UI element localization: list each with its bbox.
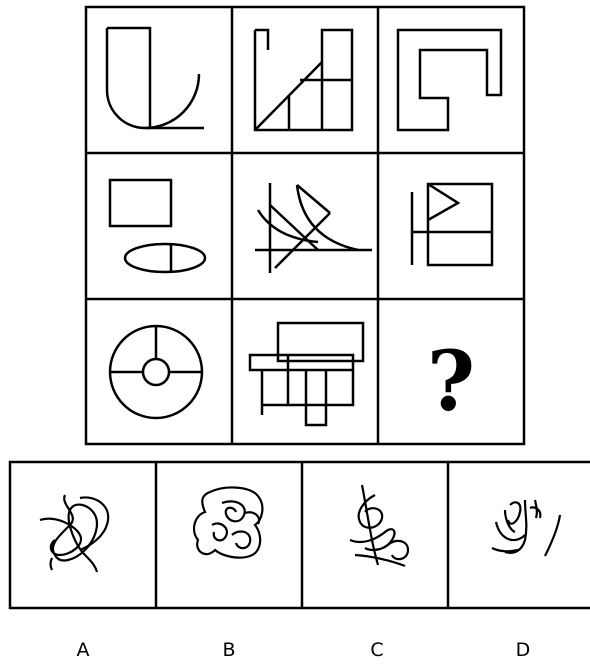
- question-mark: ?: [427, 334, 475, 430]
- cell-3-2-figure: [248, 321, 365, 427]
- option-c-figure[interactable]: [349, 484, 410, 568]
- cell-1-3-figure: [396, 28, 503, 132]
- option-a-label: A: [76, 639, 90, 661]
- option-d-label: D: [515, 639, 531, 661]
- matrix-grid: [84, 5, 526, 446]
- cell-2-2-figure: [255, 183, 372, 273]
- cell-2-1-figure: [108, 178, 207, 274]
- cell-3-1-figure: [108, 324, 204, 420]
- option-b-figure[interactable]: [192, 486, 264, 559]
- options-grid: [8, 460, 590, 610]
- option-b-label: B: [222, 639, 236, 661]
- cell-2-3-figure: [410, 182, 494, 267]
- option-d-figure[interactable]: [491, 499, 562, 557]
- cell-1-1-figure: [105, 26, 204, 130]
- option-a-figure[interactable]: [39, 494, 110, 573]
- cell-1-2-figure: [253, 28, 354, 132]
- option-c-label: C: [370, 639, 384, 661]
